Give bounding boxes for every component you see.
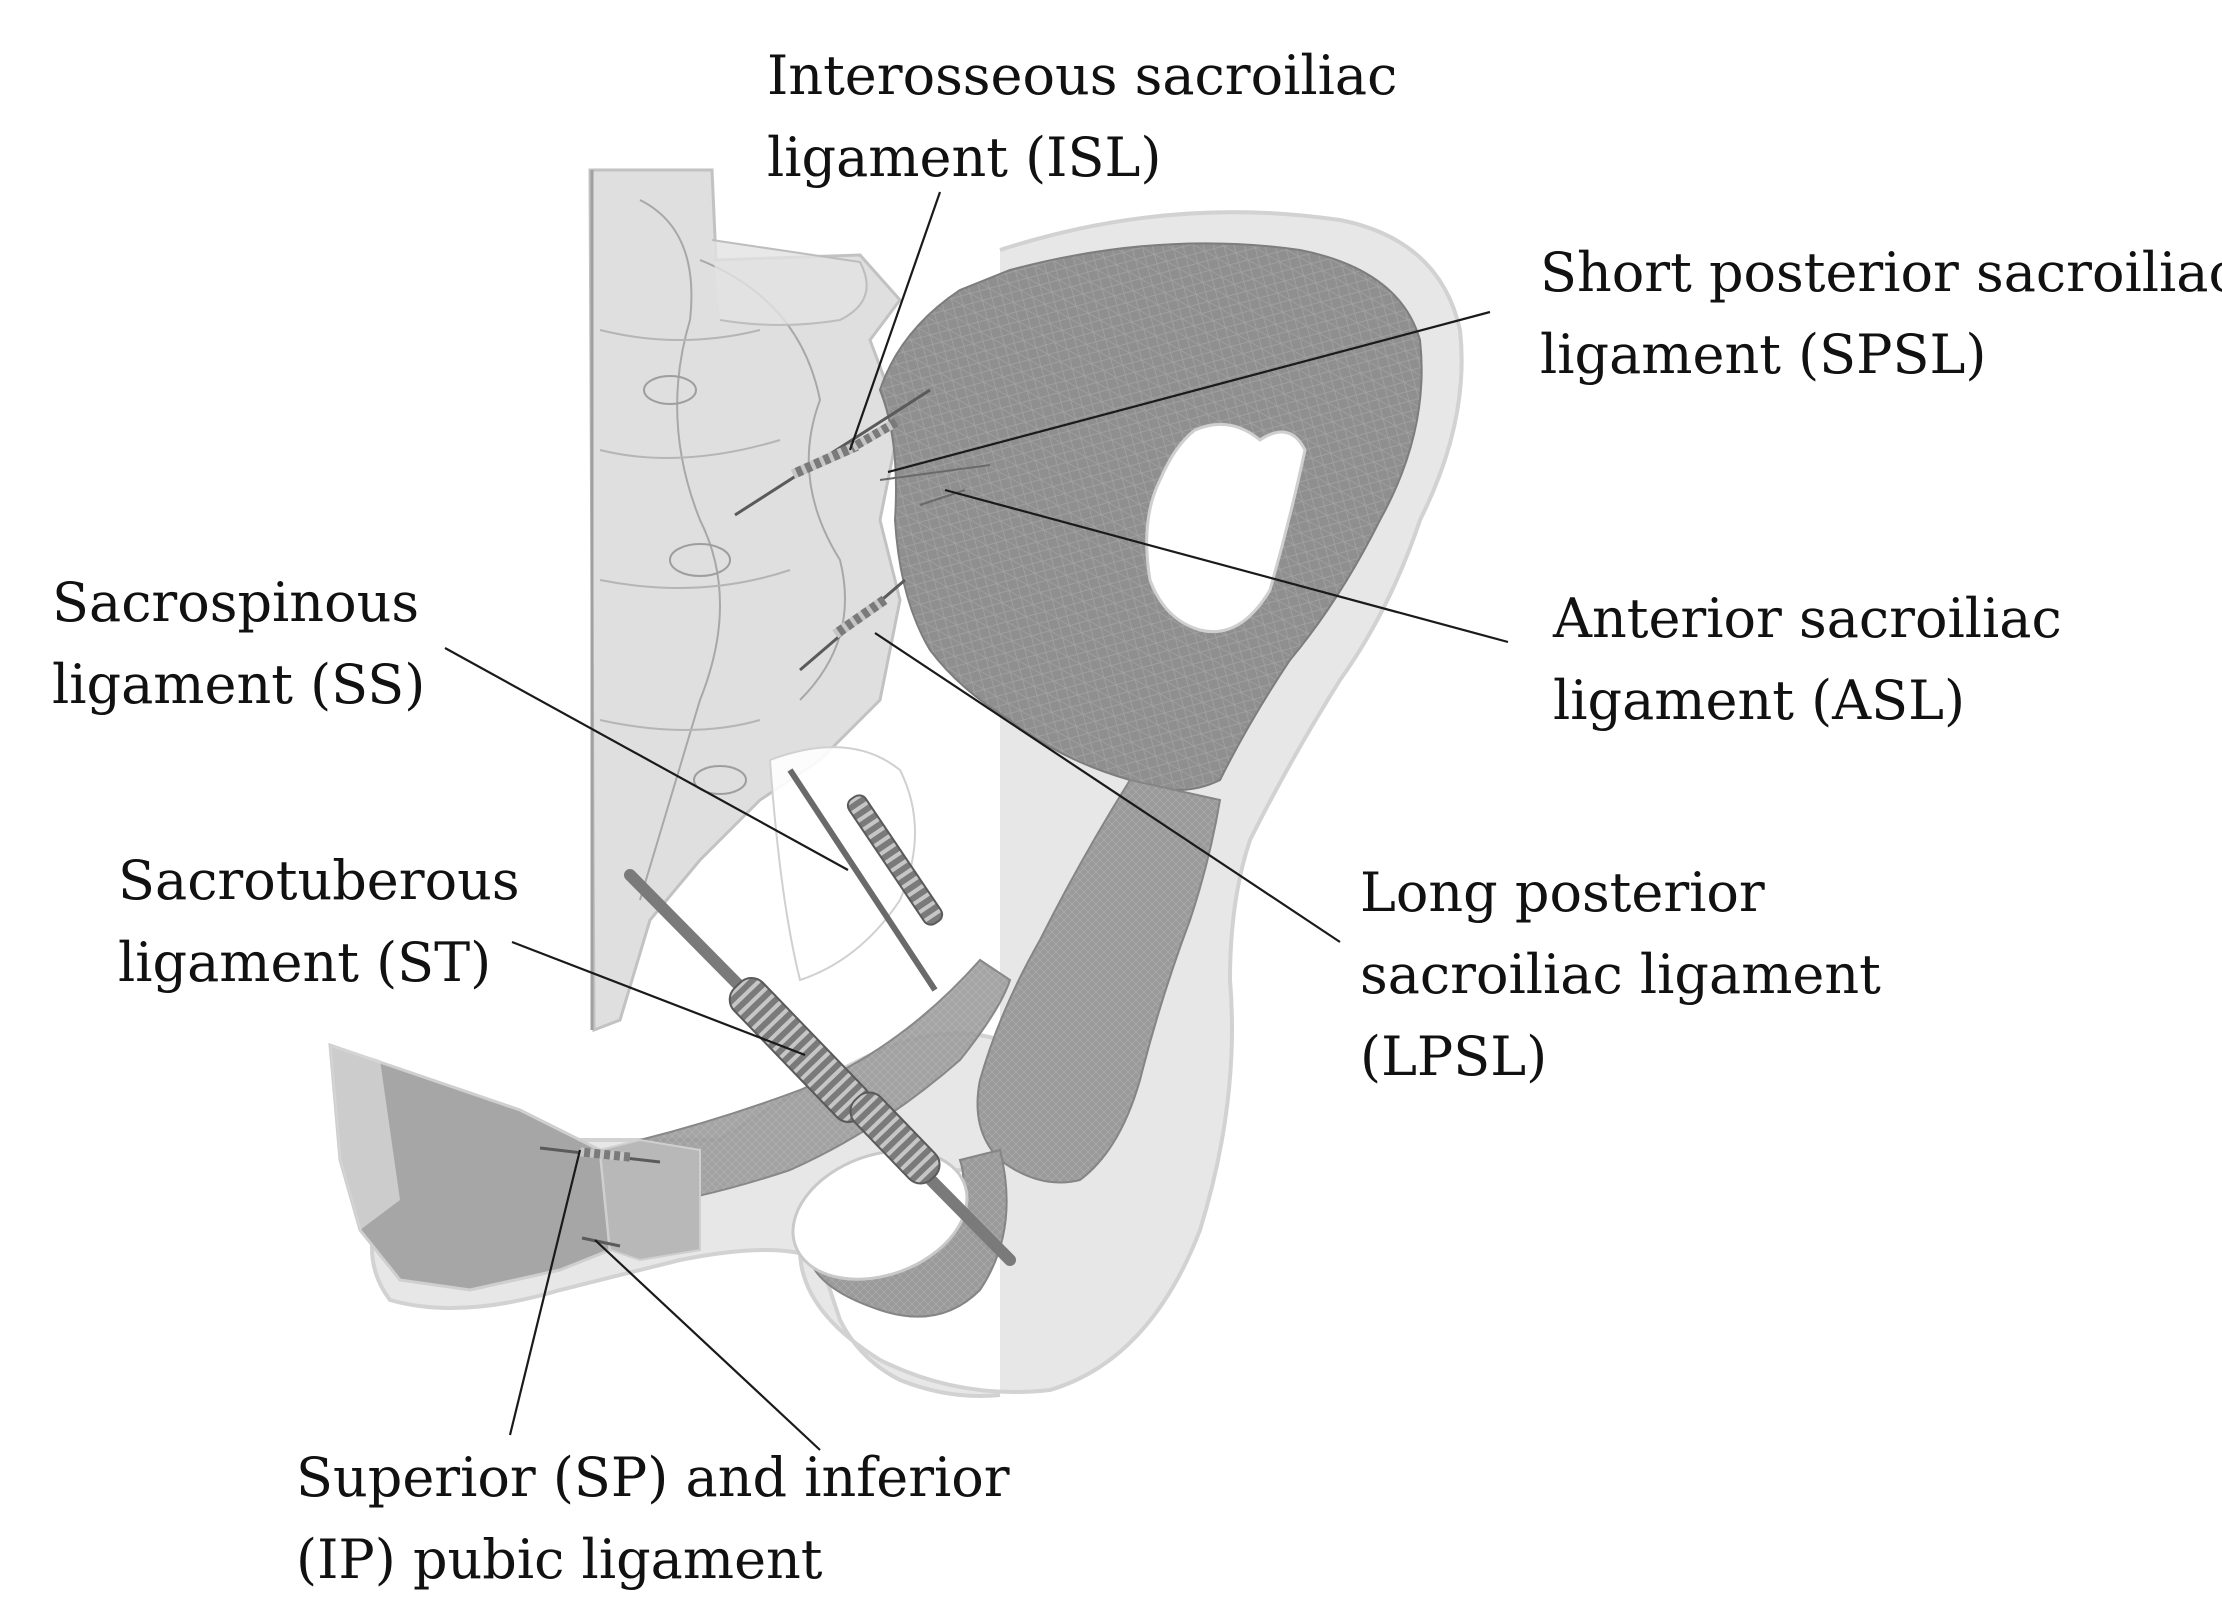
leader-lines xyxy=(444,191,1509,1451)
ss-leader xyxy=(444,647,849,871)
label-ss-line2: ligament (SS) xyxy=(52,653,426,716)
lpsl-leader xyxy=(874,632,1341,943)
label-lpsl-line1: Long posterior xyxy=(1360,861,1765,924)
label-pubic-line2: (IP) pubic ligament xyxy=(296,1528,823,1591)
sp-leader xyxy=(508,1149,582,1436)
label-asl-line1: Anterior sacroiliac xyxy=(1553,587,2062,650)
label-isl-line2: ligament (ISL) xyxy=(767,126,1162,189)
label-ss: Sacrospinous ligament (SS) xyxy=(52,562,425,726)
label-isl: Interosseous sacroiliac ligament (ISL) xyxy=(767,35,1397,199)
hip-bone xyxy=(370,210,1464,1398)
label-ss-line1: Sacrospinous xyxy=(52,571,420,634)
label-lpsl-line2: sacroiliac ligament xyxy=(1360,943,1881,1006)
spsl-leader xyxy=(887,310,1491,474)
sacrum xyxy=(588,168,902,1033)
label-spsl-line2: ligament (SPSL) xyxy=(1540,323,1987,386)
isl-spring xyxy=(734,388,931,517)
label-st-line2: ligament (ST) xyxy=(118,931,492,994)
label-asl-line2: ligament (ASL) xyxy=(1553,669,1966,732)
isl-leader xyxy=(848,191,942,451)
ss-spring xyxy=(787,768,944,992)
label-pubic-line1: Superior (SP) and inferior xyxy=(296,1446,1010,1509)
ligament-springs xyxy=(539,388,1016,1266)
lpsl-spring xyxy=(799,578,906,672)
pubic-body xyxy=(328,1042,701,1292)
label-spsl: Short posterior sacroiliac ligament (SPS… xyxy=(1540,232,2222,396)
label-st: Sacrotuberous ligament (ST) xyxy=(118,840,520,1004)
label-lpsl-line3: (LPSL) xyxy=(1360,1025,1548,1088)
asl-leader xyxy=(944,488,1509,644)
ip-leader xyxy=(594,1239,821,1451)
label-asl: Anterior sacroiliac ligament (ASL) xyxy=(1553,578,2062,742)
pubic-springs xyxy=(539,1146,661,1248)
label-lpsl: Long posterior sacroiliac ligament (LPSL… xyxy=(1360,852,1881,1098)
label-isl-line1: Interosseous sacroiliac xyxy=(767,44,1398,107)
label-pubic: Superior (SP) and inferior (IP) pubic li… xyxy=(296,1437,1010,1601)
label-spsl-line1: Short posterior sacroiliac xyxy=(1540,241,2222,304)
label-st-line1: Sacrotuberous xyxy=(118,849,520,912)
st-leader xyxy=(511,940,806,1057)
st-spring xyxy=(624,869,1016,1266)
